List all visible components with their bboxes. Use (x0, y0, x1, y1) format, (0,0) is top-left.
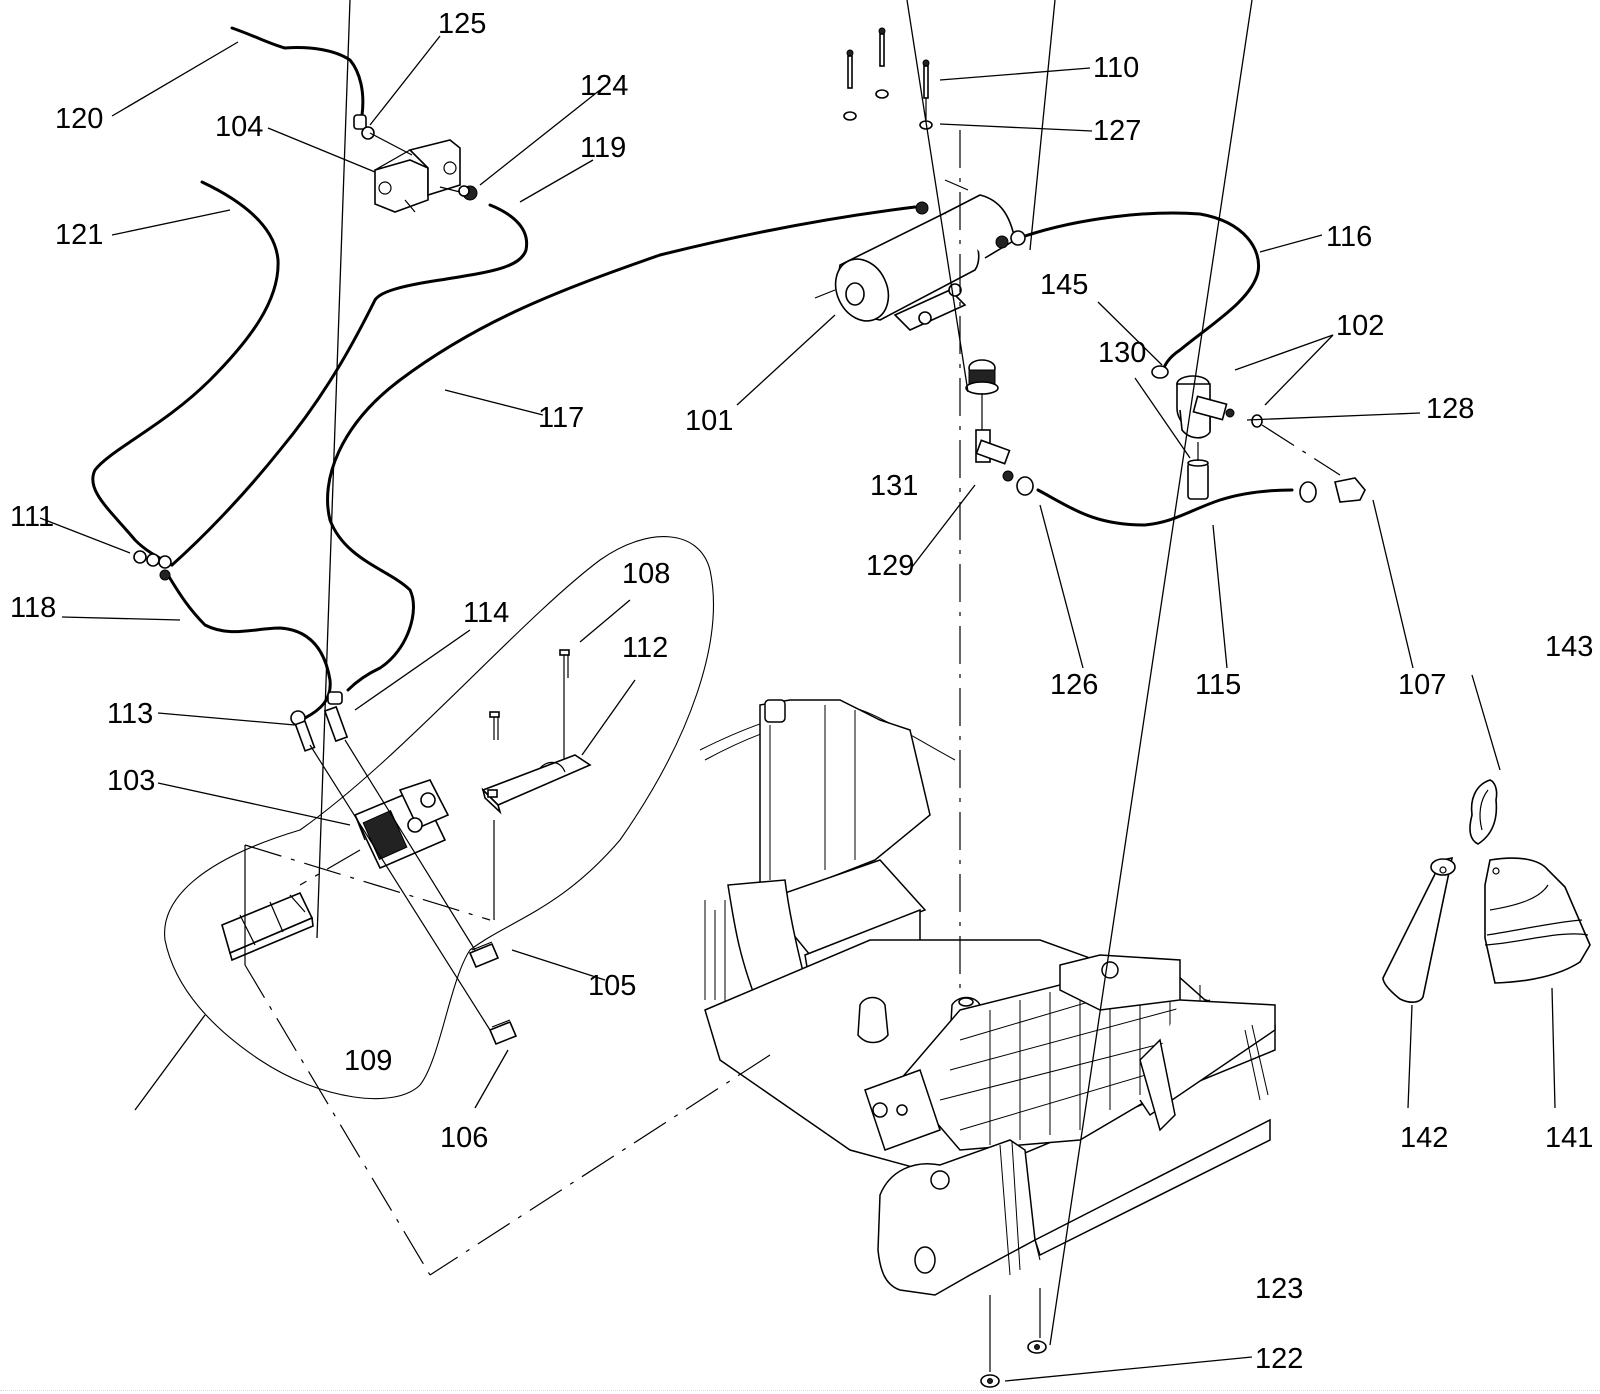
callout-143: 143 (1545, 631, 1593, 663)
callout-105: 105 (588, 970, 636, 1002)
elbow-129 (975, 429, 1014, 482)
callout-111: 111 (10, 501, 54, 533)
leader-lines (39, 0, 1556, 1382)
callout-106: 106 (440, 1122, 488, 1154)
harness-group-outline-145 (164, 536, 714, 1100)
filter-102 (1151, 365, 1235, 439)
washers-127 (843, 89, 933, 130)
oring-128 (1251, 414, 1263, 428)
filter-screen-130 (1187, 442, 1209, 500)
callout-123: 123 (1255, 1273, 1303, 1305)
callout-131: 131 (870, 470, 918, 502)
callout-121: 121 (55, 219, 103, 251)
callout-102: 102 (1336, 310, 1384, 342)
clamp-126 (1016, 476, 1034, 496)
tube-115 (1036, 488, 1294, 527)
callout-113: 113 (107, 698, 153, 730)
callout-130: 130 (1098, 337, 1146, 369)
fitting-125 (353, 114, 375, 140)
callout-141: 141 (1545, 1122, 1593, 1154)
tube-118 (166, 573, 332, 720)
nozzle-tool-141 (1484, 857, 1591, 984)
solenoid-valve-104 (374, 139, 461, 213)
tube-120 (230, 26, 365, 117)
center-lines (244, 98, 1341, 1276)
callout-116: 116 (1326, 221, 1372, 253)
cap-131 (965, 359, 999, 395)
tube-116 (1023, 211, 1261, 372)
tubes (91, 26, 1294, 720)
connector-114 (323, 691, 349, 743)
screws-110 (846, 27, 930, 99)
fitting-107 (1334, 477, 1366, 503)
callout-144: 145 (1040, 269, 1088, 301)
callout-142: 142 (1400, 1122, 1448, 1154)
callout-129: 129 (866, 550, 914, 582)
callout-101: 101 (685, 405, 733, 437)
callout-107: 107 (1398, 669, 1446, 701)
callout-117: 117 (538, 402, 584, 434)
bracket-109 (221, 891, 314, 962)
tee-fitting-111 (133, 550, 172, 581)
nut-122 (980, 1295, 1000, 1388)
pump-101 (814, 179, 1026, 331)
nut-123 (1027, 1288, 1047, 1354)
pad-106 (488, 1019, 518, 1046)
callout-126: 126 (1050, 669, 1098, 701)
callout-128: 128 (1426, 393, 1474, 425)
tube-119 (373, 203, 529, 302)
callout-125: 125 (438, 8, 486, 40)
callout-103: 103 (107, 765, 155, 797)
callout-124: 124 (580, 70, 628, 102)
pad-105 (468, 941, 500, 969)
page-bottom-rule (0, 1390, 1600, 1391)
tube-121 (91, 180, 280, 567)
clip-143 (1469, 779, 1498, 845)
callout-122: 122 (1255, 1343, 1303, 1375)
callout-labels: 125 120 104 124 119 121 110 127 116 145 … (10, 8, 1593, 1375)
callout-119: 119 (580, 132, 626, 164)
bracket-112 (481, 754, 592, 815)
base-housing (699, 699, 1276, 1296)
screws-108 (489, 649, 570, 740)
callout-109: 109 (344, 1045, 392, 1077)
callout-104: 104 (215, 111, 263, 143)
tube-111-up (170, 298, 377, 567)
circuit-board-103 (353, 779, 450, 870)
crevice-tool-142 (1382, 856, 1456, 1003)
fitting-124 (458, 185, 478, 201)
callout-120: 120 (55, 103, 103, 135)
connector-113 (290, 710, 316, 752)
callout-118: 118 (10, 592, 56, 624)
callout-114: 114 (463, 597, 509, 629)
callout-112: 112 (622, 632, 668, 664)
tube-117 (326, 205, 917, 692)
callout-108: 108 (622, 558, 670, 590)
clamp-115-end (1299, 481, 1317, 503)
callout-127: 127 (1093, 115, 1141, 147)
callout-110: 110 (1093, 52, 1139, 84)
callout-115: 115 (1195, 669, 1241, 701)
